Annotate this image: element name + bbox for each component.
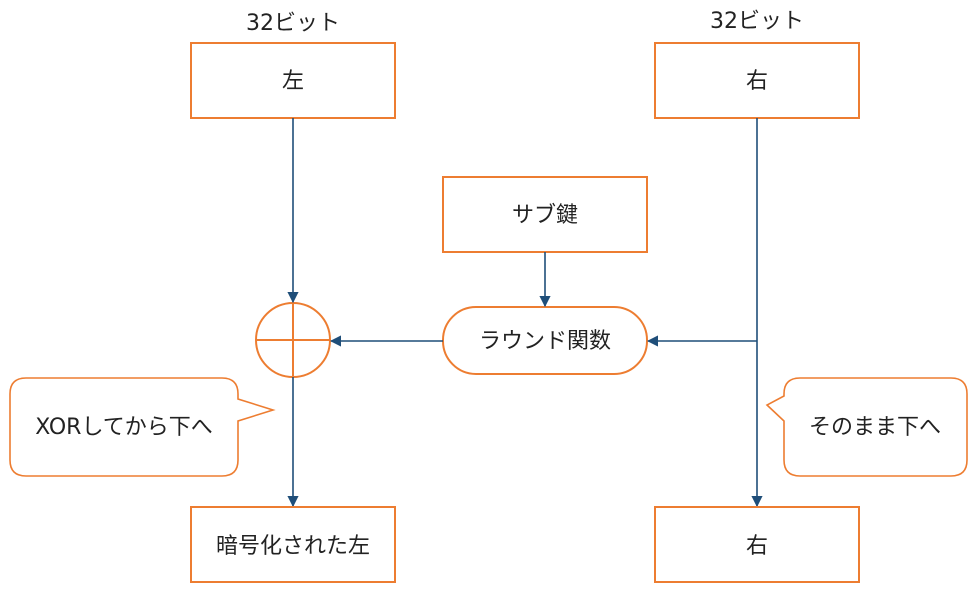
callout-right-text: そのまま下へ — [809, 415, 941, 440]
callout-left-text: XORしてから下へ — [35, 415, 213, 440]
right-block-label: 右 — [746, 69, 768, 94]
bit-label-right: 32ビット — [710, 9, 804, 34]
callout-right: そのまま下へ — [765, 377, 968, 477]
right-block: 右 — [654, 42, 860, 119]
subkey-label: サブ鍵 — [512, 203, 578, 228]
round-function-block: ラウンド関数 — [442, 306, 648, 375]
left-block-label: 左 — [282, 69, 304, 94]
subkey-block: サブ鍵 — [442, 176, 648, 253]
output-left-label: 暗号化された左 — [216, 534, 370, 559]
callout-left: XORしてから下へ — [9, 377, 276, 477]
bit-label-left: 32ビット — [246, 11, 340, 36]
output-right-label: 右 — [746, 534, 768, 559]
round-function-label: ラウンド関数 — [479, 329, 611, 354]
xor-symbol — [255, 302, 331, 378]
output-right-block: 右 — [654, 506, 860, 583]
output-left-block: 暗号化された左 — [190, 506, 396, 583]
left-block: 左 — [190, 42, 396, 119]
